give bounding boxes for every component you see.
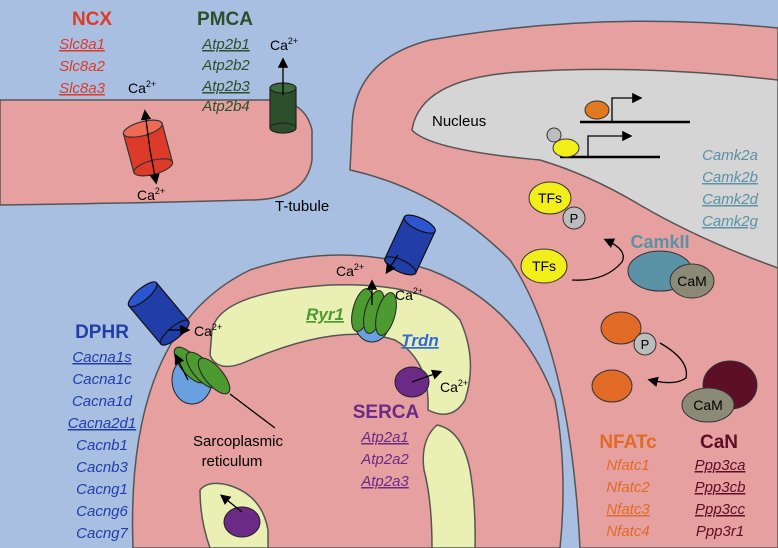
sarcoplasmic-reticulum-lower bbox=[422, 424, 476, 548]
can-gene-list: Ppp3ca Ppp3cb Ppp3cc Ppp3r1 bbox=[695, 457, 746, 540]
nfatc-gene: Nfatc3 bbox=[606, 501, 650, 518]
ca-label-pmca: Ca2+ bbox=[270, 36, 298, 53]
sr-label-line1: Sarcoplasmic bbox=[193, 433, 284, 450]
ncx-arrow-out bbox=[140, 109, 152, 151]
p-label-upper: P bbox=[570, 211, 579, 226]
serca-gene: Atp2a1 bbox=[360, 429, 409, 446]
camkii-complex bbox=[627, 250, 715, 299]
pmca-gene-list: Atp2b1 Atp2b2 Atp2b3 Atp2b4 bbox=[201, 36, 250, 115]
dphr-gene-list: Cacna1s Cacna1c Cacna1d Cacna2d1 Cacnb1 … bbox=[68, 349, 136, 542]
ttubule-label: T-tubule bbox=[275, 198, 329, 215]
ca-label-dphr-right: Ca2+ bbox=[336, 262, 364, 279]
pmca-gene: Atp2b1 bbox=[201, 36, 250, 53]
can-gene: Ppp3ca bbox=[695, 457, 746, 474]
camkii-title: CamkII bbox=[630, 232, 689, 252]
serca-title: SERCA bbox=[353, 402, 420, 423]
serca-gene: Atp2a3 bbox=[360, 473, 409, 490]
ca-label-ryr-right: Ca2+ bbox=[395, 286, 423, 303]
can-title: CaN bbox=[700, 432, 738, 453]
svg-text:Ca2+: Ca2+ bbox=[137, 186, 165, 203]
pmca-channel bbox=[269, 57, 297, 134]
tfs-label-upper: TFs bbox=[538, 190, 562, 206]
tfs-group bbox=[520, 238, 624, 284]
dphr-gene: Cacng6 bbox=[76, 503, 128, 520]
svg-text:Ca2+: Ca2+ bbox=[194, 322, 222, 339]
pmca-title: PMCA bbox=[197, 9, 253, 30]
ca-label-serca: Ca2+ bbox=[440, 378, 468, 395]
can-gene: Ppp3cc bbox=[695, 501, 746, 518]
sr-pointer-line bbox=[229, 393, 276, 429]
ncx-arrow-in bbox=[149, 149, 160, 185]
svg-text:Ca2+: Ca2+ bbox=[440, 378, 468, 395]
serca-gene-list: Atp2a1 Atp2a2 Atp2a3 bbox=[360, 429, 409, 490]
ncx-gene-list: Slc8a1 Slc8a2 Slc8a3 bbox=[59, 36, 106, 97]
can-gene: Ppp3cb bbox=[695, 479, 746, 496]
svg-text:Ca2+: Ca2+ bbox=[395, 286, 423, 303]
trdn-label: Trdn bbox=[401, 331, 438, 350]
dphr-gene: Cacnb3 bbox=[76, 459, 128, 476]
cam-label-can: CaM bbox=[693, 397, 723, 413]
ncx-channel bbox=[122, 109, 174, 185]
dphr-gene: Cacna1c bbox=[72, 371, 132, 388]
ca-label-ncx-in: Ca2+ bbox=[137, 186, 165, 203]
sarcoplasmic-reticulum bbox=[209, 284, 472, 415]
nucleus-label: Nucleus bbox=[432, 113, 486, 130]
dphr-channel-right bbox=[384, 214, 436, 276]
sr-label-line2: reticulum bbox=[202, 453, 263, 470]
ryr-channel-right bbox=[351, 279, 397, 343]
pmca-gene: Atp2b3 bbox=[201, 78, 250, 95]
nfatc-gene-list: Nfatc1 Nfatc2 Nfatc3 Nfatc4 bbox=[606, 457, 650, 540]
can-complex bbox=[681, 360, 758, 423]
ryr-channel-left bbox=[171, 346, 231, 405]
serca-gene: Atp2a2 bbox=[360, 451, 409, 468]
nfatc-gene: Nfatc4 bbox=[606, 523, 649, 540]
tfs-label-lower: TFs bbox=[532, 258, 556, 274]
nfatc-gene: Nfatc2 bbox=[606, 479, 650, 496]
dphr-gene: Cacng7 bbox=[76, 525, 128, 542]
ncx-gene: Slc8a1 bbox=[59, 36, 105, 53]
dphr-gene: Cacnb1 bbox=[76, 437, 128, 454]
serca-pump-lower bbox=[219, 494, 261, 538]
ryr1-label: Ryr1 bbox=[306, 305, 344, 324]
dphr-gene: Cacna1s bbox=[72, 349, 132, 366]
dphr-gene: Cacna1d bbox=[72, 393, 133, 410]
dphr-gene: Cacna2d1 bbox=[68, 415, 136, 432]
cam-label-camkii: CaM bbox=[677, 273, 707, 289]
svg-text:Ca2+: Ca2+ bbox=[128, 79, 156, 96]
ca-label-dphr-left: Ca2+ bbox=[194, 322, 222, 339]
camk-gene: Camk2a bbox=[702, 147, 758, 164]
p-label-nfatc: P bbox=[641, 337, 650, 352]
svg-text:Ca2+: Ca2+ bbox=[270, 36, 298, 53]
nfatc-title: NFATc bbox=[599, 432, 657, 453]
nfatc-phospho bbox=[591, 311, 688, 403]
svg-text:Ca2+: Ca2+ bbox=[336, 262, 364, 279]
dphr-channel-left bbox=[127, 281, 191, 346]
ncx-title: NCX bbox=[72, 9, 112, 30]
nucleus bbox=[411, 68, 778, 269]
can-gene: Ppp3r1 bbox=[696, 523, 744, 540]
pmca-gene: Atp2b2 bbox=[201, 57, 250, 74]
camk-gene: Camk2b bbox=[702, 169, 758, 186]
camk-gene: Camk2g bbox=[702, 213, 759, 230]
serca-pump-upper bbox=[394, 366, 443, 398]
nucleus-promoters bbox=[546, 92, 690, 159]
dphr-title: DPHR bbox=[75, 322, 129, 343]
ca-label-ncx-out: Ca2+ bbox=[128, 79, 156, 96]
ncx-gene: Slc8a3 bbox=[59, 80, 106, 97]
nfatc-gene: Nfatc1 bbox=[606, 457, 649, 474]
camk-gene-list: Camk2a Camk2b Camk2d Camk2g bbox=[702, 147, 759, 230]
pmca-gene: Atp2b4 bbox=[201, 98, 250, 115]
dphr-gene: Cacng1 bbox=[76, 481, 128, 498]
camk-gene: Camk2d bbox=[702, 191, 759, 208]
tfs-phospho-group bbox=[528, 181, 586, 230]
ncx-gene: Slc8a2 bbox=[59, 58, 106, 75]
